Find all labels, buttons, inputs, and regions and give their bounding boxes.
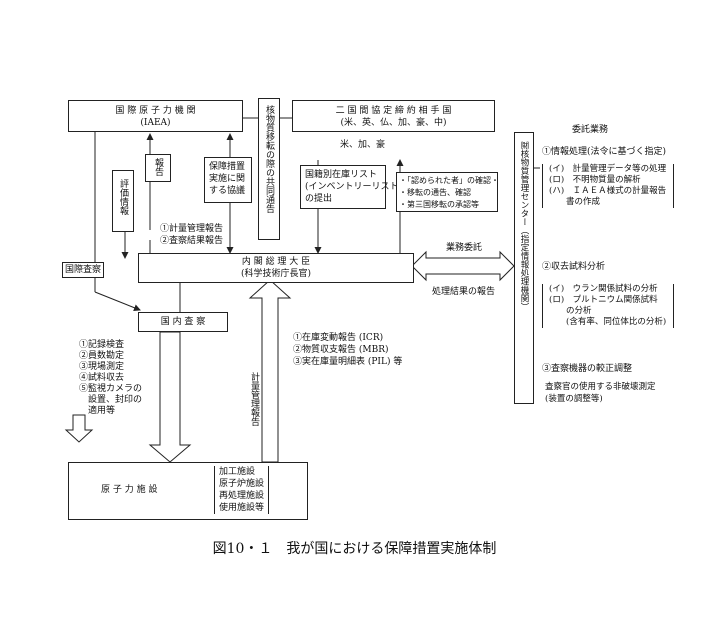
s1-item: (イ) 計量管理データ等の処理 <box>549 164 667 174</box>
report-item: ③実在庫量明細表 (PIL) 等 <box>293 357 403 367</box>
ia-inspection-box: 国際査察 <box>62 262 104 278</box>
facility-types: 加工施設 原子炉施設 再処理施設 使用施設等 <box>214 466 270 514</box>
inspection-item: ①記録検査 <box>79 340 125 350</box>
s2-item: (イ) ウラン関係試料の分析 <box>549 284 658 294</box>
agreement-line-2: 実施に関 <box>209 174 246 184</box>
facility-title: 原 子 力 施 設 <box>101 485 158 495</box>
confirm-line-2: ・移転の通告、確認 <box>399 188 471 197</box>
accounting-report-1: ①計量管理報告 <box>160 224 224 234</box>
agreement-line-3: する協議 <box>209 186 246 196</box>
s1-item: (ハ) ＩＡＥＡ様式の計量報告 <box>549 186 667 196</box>
s1-item: 書の作成 <box>549 197 601 207</box>
center-name: ㈶核物質管理センター（指定情報処理機関） <box>519 141 529 311</box>
inventory-line-2: (インベントリーリスト) <box>305 182 403 192</box>
facility-type: 加工施設 <box>219 467 256 477</box>
reports-list: ①在庫変動報告 (ICR) ②物質収支報告 (MBR) ③実在庫量明細表 (PI… <box>293 332 402 368</box>
inspection-items: ①記録検査 ②員数勘定 ③現場測定 ④試料収去 ⑤監視カメラの 設置、封印の 適… <box>79 340 142 417</box>
report-box: 報告 <box>145 154 171 182</box>
confirm-box: ・「認められた者」の確認・ ・移転の通告、確認 ・第三国移転の承認等 <box>396 172 499 212</box>
s3-item-2: (装置の調整等) <box>545 394 603 404</box>
report-text: 報告 <box>153 158 163 176</box>
facility-type: 再処理施設 <box>219 491 265 501</box>
inspection-down-arrow <box>148 331 192 463</box>
agreement-line-1: 保障措置 <box>209 162 246 172</box>
inspection-item: ④試料収去 <box>79 373 125 383</box>
inspection-item: ③現場測定 <box>79 362 125 372</box>
s2-item: (ロ) プルトニウム関係試料 <box>549 295 658 305</box>
facility-type: 使用施設等 <box>219 503 265 513</box>
iaea-abbr: (IAEA) <box>140 118 171 128</box>
s3-item-1: 査察官の使用する非破壊測定 <box>545 382 656 392</box>
accounting-report-2: ②査察結果報告 <box>160 236 224 246</box>
bilateral-title: 二 国 間 協 定 締 約 相 手 国 <box>335 106 452 116</box>
s2-title: ②収去試料分析 <box>542 262 606 272</box>
safeguards-agreement-box: 保障措置 実施に関 する協議 <box>204 157 252 203</box>
facility-box: 原 子 力 施 設 <box>68 462 308 520</box>
accounting-report-vertical: 計量管理報告 <box>249 372 259 426</box>
design-info-box: 評価情報 <box>112 170 134 232</box>
iaea-name: 国 際 原 子 力 機 関 <box>115 106 196 116</box>
inspection-item: ⑤監視カメラの <box>79 384 143 394</box>
s2-items: (イ) ウラン関係試料の分析 (ロ) プルトニウム関係試料 の分析 (含有率、同… <box>542 284 674 328</box>
result-report-label: 処理結果の報告 <box>432 287 496 297</box>
s1-items: (イ) 計量管理データ等の処理 (ロ) 不明物質量の解析 (ハ) ＩＡＥＡ様式の… <box>542 164 674 208</box>
s1-title: ①情報処理(法令に基づく指定) <box>542 147 667 157</box>
inspection-item: 適用等 <box>79 406 116 416</box>
confirm-line-1: ・「認められた者」の確認・ <box>399 176 499 185</box>
design-info-text: 評価情報 <box>118 179 128 215</box>
facility-type: 原子炉施設 <box>219 479 265 489</box>
bilateral-box: 二 国 間 協 定 締 約 相 手 国 (米、英、仏、加、豪、中) <box>292 100 495 132</box>
business-commission-label: 業務委託 <box>446 243 483 253</box>
ia-inspection-text: 国際査察 <box>64 265 101 275</box>
inventory-line-3: の提出 <box>305 194 333 204</box>
iaea-box: 国 際 原 子 力 機 関 (IAEA) <box>68 100 243 132</box>
transfer-notice-text: 核物質移転の際の共同通告 <box>264 105 274 213</box>
report-item: ②物質収支報告 (MBR) <box>293 345 389 355</box>
s2-item: (含有率、同位体比の分析) <box>549 317 667 327</box>
domestic-inspection-text: 国 内 査 察 <box>160 317 206 327</box>
prime-minister-box: 内 閣 総 理 大 臣 (科学技術庁長官) <box>138 253 414 283</box>
pm-sub: (科学技術庁長官) <box>240 269 312 279</box>
nm-control-center-box: ㈶核物質管理センター（指定情報処理機関） <box>514 132 534 404</box>
s1-item: (ロ) 不明物質量の解析 <box>549 175 641 185</box>
transfer-notice-box: 核物質移転の際の共同通告 <box>258 98 280 240</box>
pm-title: 内 閣 総 理 大 臣 <box>241 257 311 267</box>
inventory-list-box: 国籍別在庫リスト (インベントリーリスト) の提出 <box>300 165 402 209</box>
inventory-line-1: 国籍別在庫リスト <box>305 170 378 180</box>
inspection-item: 設置、封印の <box>79 395 143 405</box>
bilateral-subset: 米、加、豪 <box>340 140 386 150</box>
domestic-inspection-box: 国 内 査 察 <box>138 312 228 332</box>
s3-title: ③査察機器の較正調整 <box>542 364 633 374</box>
inspection-item: ②員数勘定 <box>79 351 125 361</box>
accounting-up-arrow <box>248 279 292 463</box>
bilateral-countries: (米、英、仏、加、豪、中) <box>340 118 447 128</box>
figure-caption: 図10・１ 我が国における保障措置実施体制 <box>212 541 497 557</box>
s2-item: の分析 <box>549 306 592 316</box>
confirm-line-3: ・第三国移転の承認等 <box>399 200 479 209</box>
commissioned-title: 委託業務 <box>572 125 609 135</box>
business-commission-arrow <box>411 250 515 282</box>
report-item: ①在庫変動報告 (ICR) <box>293 333 384 343</box>
